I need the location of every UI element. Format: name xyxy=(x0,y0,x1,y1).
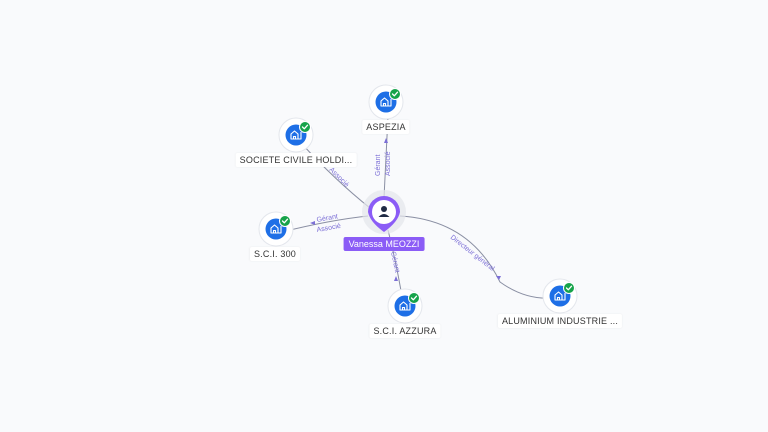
edge-arrows xyxy=(310,138,501,281)
relation-aluminium-directeur: Directeur général xyxy=(449,234,496,273)
node-label-sci300[interactable]: S.C.I. 300 xyxy=(249,247,301,261)
arrow-aluminium xyxy=(496,276,501,280)
relation-azzura-gerant: Gérant xyxy=(389,251,400,273)
verified-check-icon xyxy=(563,282,575,294)
relation-aspezia-associe: Associé xyxy=(385,151,392,176)
edge-aluminium xyxy=(399,215,553,299)
relation-aspezia-gerant: Gérant xyxy=(375,155,382,176)
verified-check-icon xyxy=(279,215,291,227)
person-icon xyxy=(378,206,390,217)
person-node[interactable] xyxy=(362,190,406,234)
node-label-aspezia[interactable]: ASPEZIA xyxy=(362,120,410,134)
company-node-sci300[interactable] xyxy=(258,211,294,247)
node-label-societe[interactable]: SOCIETE CIVILE HOLDI... xyxy=(235,153,357,167)
arrow-azzura xyxy=(394,276,398,281)
node-label-azzura[interactable]: S.C.I. AZZURA xyxy=(369,324,441,338)
verified-check-icon xyxy=(389,88,401,100)
building-icon xyxy=(399,301,411,311)
verified-check-icon xyxy=(299,121,311,133)
company-node-azzura[interactable] xyxy=(387,288,423,324)
company-node-aspezia[interactable] xyxy=(368,84,404,120)
company-node-societe[interactable] xyxy=(278,117,314,153)
relation-sci300-associe: Associé xyxy=(316,223,341,234)
arrow-aspezia xyxy=(384,138,388,143)
edge-societe xyxy=(301,143,371,209)
verified-check-icon xyxy=(408,292,420,304)
relation-sci300-gerant: Gérant xyxy=(316,213,338,224)
arrow-sci300 xyxy=(310,221,315,225)
building-icon xyxy=(380,97,392,107)
building-icon xyxy=(554,291,566,301)
company-nodes xyxy=(258,84,578,324)
edges xyxy=(281,115,553,299)
company-node-aluminium[interactable] xyxy=(542,278,578,314)
relation-societe-associe: Associé xyxy=(328,166,350,188)
building-icon xyxy=(290,130,302,140)
building-icon xyxy=(270,224,282,234)
node-label-aluminium[interactable]: ALUMINIUM INDUSTRIE ... xyxy=(497,314,623,328)
center-label[interactable]: Vanessa MEOZZI xyxy=(343,237,425,251)
